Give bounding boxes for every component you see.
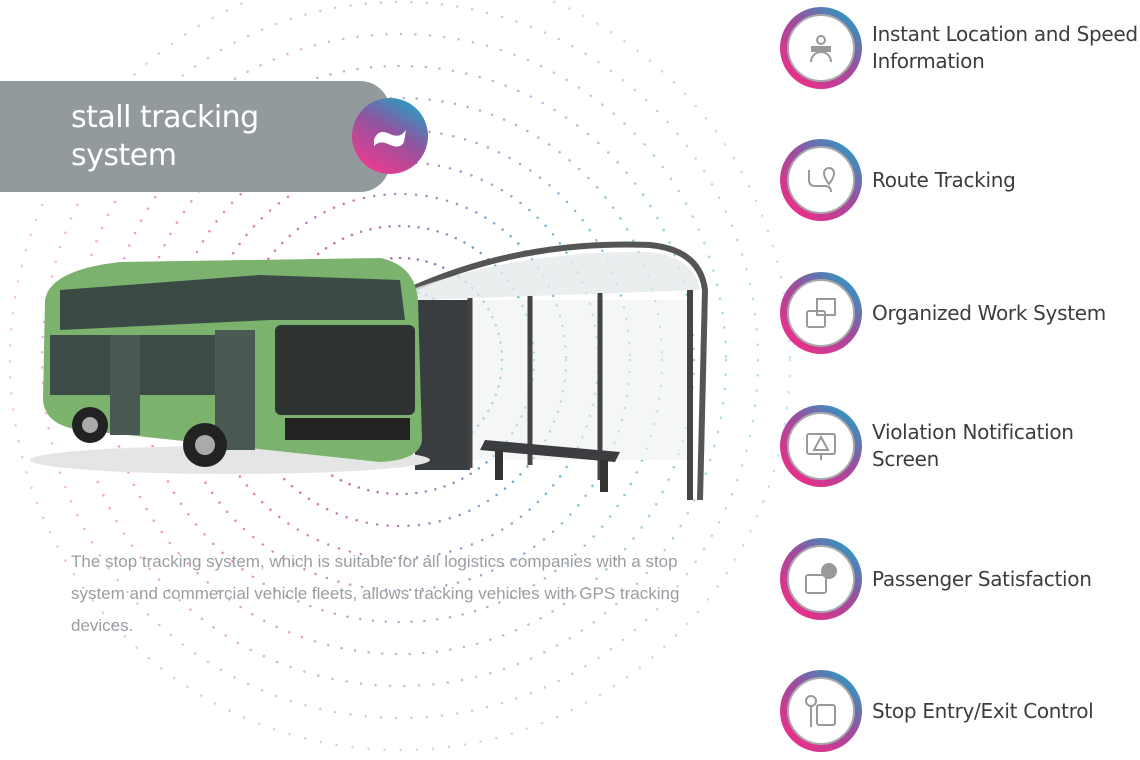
feature-item: Organized Work System [780,272,1140,354]
feature-item: Violation Notification Screen [780,405,1140,487]
feature-item: Instant Location and Speed Information [780,7,1140,89]
feature-item: Passenger Satisfaction [780,538,1140,620]
feature-label: Stop Entry/Exit Control [872,698,1094,723]
feature-icon-ring [780,538,862,620]
map-speedometer-icon [810,35,832,63]
dotted-arc [72,32,728,688]
warning-monitor-icon [806,433,836,460]
page-title: stall tracking system [71,100,259,173]
feature-label: Violation Notification Screen [872,420,1074,471]
bus-shelter [408,241,709,501]
bus-thumbs-up-icon [805,563,837,594]
dotted-arc [8,0,792,752]
dotted-arc [40,0,760,720]
feature-icon-ring [780,405,862,487]
feature-label: Route Tracking [872,167,1016,192]
feature-icon-ring [780,670,862,752]
title-banner: stall tracking system [0,81,390,192]
feature-icon-ring [780,139,862,221]
wave-logo-icon [352,98,428,174]
dotted-arc [104,64,696,656]
feature-item: Stop Entry/Exit Control [780,670,1140,752]
description-text: The stop tracking system, which is suita… [71,552,680,635]
bus [30,258,430,474]
feature-label: Instant Location and Speed Information [872,22,1138,73]
bus-stop-icon [805,695,836,727]
feature-label: Organized Work System [872,300,1106,325]
feature-icon-ring [780,7,862,89]
bus-calendar-icon [806,298,836,328]
route-icon [808,166,836,193]
feature-item: Route Tracking [780,139,1140,221]
feature-icon-ring [780,272,862,354]
feature-label: Passenger Satisfaction [872,566,1092,591]
